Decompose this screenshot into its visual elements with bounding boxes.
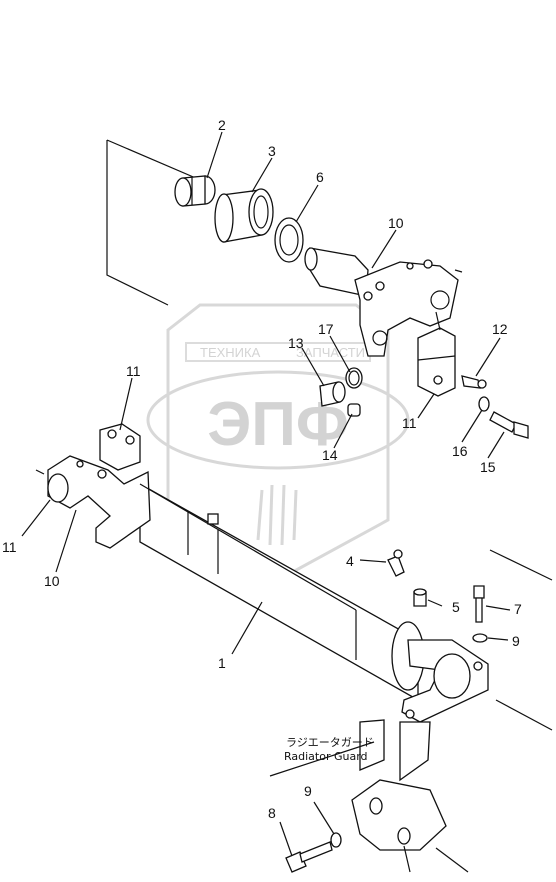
callout-13: 13 bbox=[288, 335, 304, 351]
bearing-cap-part-11-right bbox=[417, 327, 456, 397]
callout-3: 3 bbox=[268, 143, 276, 159]
callout-labels: 2 3 6 10 12 17 13 11 16 15 14 11 11 10 4… bbox=[2, 117, 522, 821]
callout-10-upper: 10 bbox=[388, 215, 404, 231]
callout-16: 16 bbox=[452, 443, 468, 459]
bolt-part-8 bbox=[285, 841, 333, 873]
pivot-bracket-part-10-lower bbox=[47, 455, 151, 549]
callout-11-left: 11 bbox=[2, 539, 17, 555]
callout-4: 4 bbox=[346, 553, 354, 569]
ring-part-6 bbox=[274, 217, 304, 263]
pivot-bracket-part-10-upper bbox=[304, 247, 463, 357]
bolt-part-7 bbox=[473, 585, 485, 623]
watermark-banner-left: ТЕХНИКА bbox=[200, 345, 261, 360]
elbow-fitting-part-4 bbox=[387, 549, 405, 577]
callout-7: 7 bbox=[514, 601, 522, 617]
upper-assembly bbox=[106, 139, 529, 439]
callout-17: 17 bbox=[318, 321, 334, 337]
plug-part-5 bbox=[413, 588, 427, 607]
bolt-part-15 bbox=[489, 411, 529, 439]
leader-lines bbox=[21, 131, 553, 873]
note-japanese: ラジエータガード bbox=[286, 736, 374, 749]
callout-11-top: 11 bbox=[126, 363, 141, 379]
washer-part-9-upper bbox=[472, 633, 488, 643]
callout-5: 5 bbox=[452, 599, 460, 615]
washer-part-9-lower bbox=[330, 832, 342, 848]
plug-part-14 bbox=[347, 403, 361, 417]
callout-15: 15 bbox=[480, 459, 496, 475]
callout-8: 8 bbox=[268, 805, 276, 821]
callout-14: 14 bbox=[322, 447, 338, 463]
callout-2: 2 bbox=[218, 117, 226, 133]
sleeve-part-3 bbox=[214, 188, 274, 243]
callout-9-lower: 9 bbox=[304, 783, 312, 799]
callout-6: 6 bbox=[316, 169, 324, 185]
shaft-part-1 bbox=[139, 482, 489, 723]
callout-12: 12 bbox=[492, 321, 508, 337]
grease-fitting-part-12 bbox=[461, 375, 487, 389]
callout-11-right: 11 bbox=[402, 415, 417, 431]
callout-1: 1 bbox=[218, 655, 226, 671]
bushing-part-2 bbox=[174, 175, 216, 207]
collar-part-13 bbox=[319, 381, 346, 407]
note-radiator-guard: Radiator Guard bbox=[284, 750, 368, 763]
bearing-cap-part-11-left bbox=[35, 423, 141, 475]
radiator-guard-bracket bbox=[351, 719, 447, 851]
callout-9-upper: 9 bbox=[512, 633, 520, 649]
watermark-banner-right: ЗАПЧАСТИ bbox=[296, 345, 365, 360]
washer-part-16 bbox=[478, 396, 490, 412]
callout-10-lower: 10 bbox=[44, 573, 60, 589]
